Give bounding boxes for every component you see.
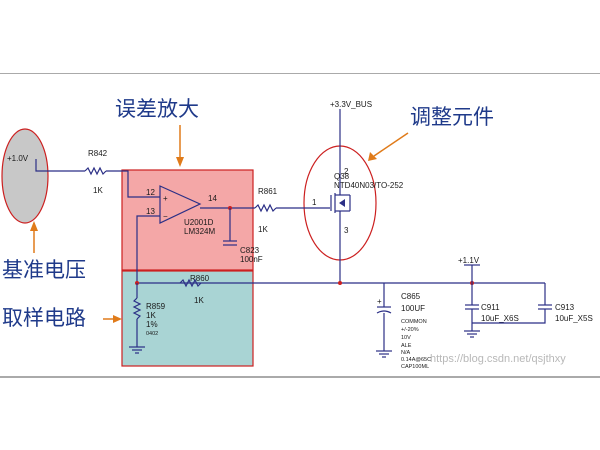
watermark: https://blog.csdn.net/qsjthxy	[430, 353, 566, 365]
c911-name: C911	[481, 303, 500, 312]
r859-value: 1K	[146, 311, 156, 320]
opamp-ref: U2001D	[184, 218, 214, 227]
mosfet-pin2: 2	[344, 167, 349, 176]
c911-ground-symbol	[464, 330, 480, 338]
r860-name: R860	[190, 274, 210, 283]
r842-value: 1K	[93, 186, 103, 195]
mosfet-ref: Q38	[334, 172, 350, 181]
c865-note-0: COMMON	[401, 319, 427, 325]
opamp-pin-out: 14	[208, 194, 217, 203]
schematic-diagram: 误差放大 调整元件 基准电压 取样电路 +1.0V R842 1K + − 12…	[0, 73, 600, 378]
bus-net-label: +3.3V_BUS	[330, 100, 372, 109]
c865-note-3: ALE	[401, 343, 412, 349]
r842-to-plus-wire	[106, 170, 160, 198]
adjust-label: 调整元件	[410, 105, 494, 129]
r859-tolerance: 1%	[146, 320, 158, 329]
c865-name: C865	[401, 292, 421, 301]
c865-ground-symbol	[376, 350, 392, 358]
sampling-region	[121, 270, 254, 367]
r861-resistor	[254, 203, 277, 213]
schematic-frame: 误差放大 调整元件 基准电压 取样电路 +1.0V R842 1K + − 12…	[0, 73, 600, 378]
r859-name: R859	[146, 302, 166, 311]
r859-resistor	[132, 297, 142, 320]
c865-note-1: +/-20%	[401, 327, 419, 333]
c865-note-4: N/A	[401, 350, 411, 356]
r861-name: R861	[258, 187, 278, 196]
r860-value: 1K	[194, 296, 204, 305]
c865-plus-sign: +	[377, 297, 382, 306]
c865-note-2: 10V	[401, 335, 411, 341]
error-amp-region	[121, 169, 254, 271]
r859-package: 0402	[146, 331, 158, 337]
r860-resistor	[179, 278, 202, 288]
c913-name: C913	[555, 303, 575, 312]
r842-resistor	[84, 166, 107, 176]
r859-ground-symbol	[129, 346, 145, 354]
c865-note-6: CAP100ML	[401, 364, 429, 370]
c913-return-wire	[472, 309, 546, 324]
error-amp-label: 误差放大	[115, 97, 199, 121]
c823-value: 100nF	[240, 255, 263, 264]
opamp-part: LM324M	[184, 227, 215, 236]
out-net-label: +1.1V	[458, 256, 480, 265]
opamp-plus-sign: +	[163, 194, 168, 203]
reference-label: 基准电压	[2, 258, 86, 282]
c913-value: 10uF_X5S	[555, 314, 593, 323]
opamp-symbol	[159, 185, 202, 224]
sampling-label: 取样电路	[2, 306, 86, 330]
sampling-arrow	[103, 315, 122, 323]
adjust-arrow	[368, 132, 409, 161]
minus-feedback-wire	[136, 215, 160, 283]
mosfet-pin3: 3	[344, 226, 349, 235]
opamp-pin-minus: 13	[146, 207, 155, 216]
opamp-minus-sign: −	[163, 212, 168, 221]
ref-net-label: +1.0V	[7, 154, 29, 163]
mosfet-part: NTD40N03/TO-252	[334, 181, 404, 190]
c823-name: C823	[240, 246, 260, 255]
c865-value: 100UF	[401, 304, 425, 313]
rail-junction-mosfet	[338, 281, 342, 285]
c865-note-5: 0.14A@65C	[401, 357, 431, 363]
c865-plate-bottom	[376, 310, 392, 314]
ref-wire	[35, 166, 85, 172]
opamp-pin-plus: 12	[146, 188, 155, 197]
r842-name: R842	[88, 149, 108, 158]
c911-value: 10uF_X6S	[481, 314, 519, 323]
reference-arrow	[30, 221, 38, 253]
reference-ellipse	[1, 128, 49, 224]
mosfet-pin1: 1	[312, 198, 317, 207]
mosfet-symbol	[330, 182, 351, 225]
error-amp-arrow	[176, 125, 184, 167]
r861-value: 1K	[258, 225, 268, 234]
